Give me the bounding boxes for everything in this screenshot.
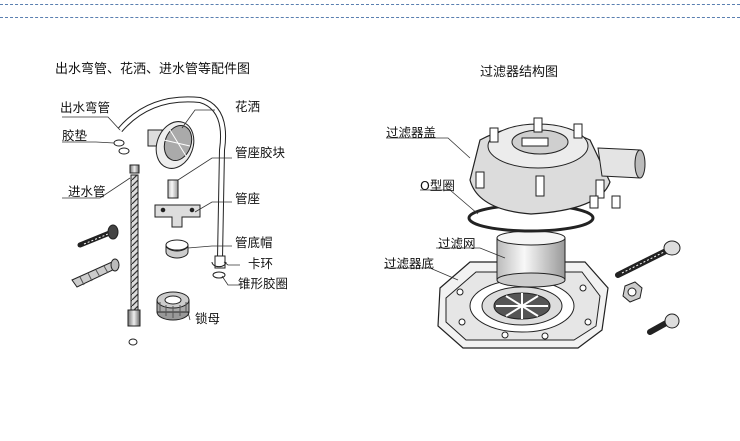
label-filter-base: 过滤器底: [384, 256, 435, 271]
filter-mesh: [496, 230, 566, 288]
label-o-ring: O型圈: [420, 178, 455, 193]
gasket-part: [113, 139, 130, 155]
label-outlet-elbow: 出水弯管: [60, 100, 111, 115]
filter-cover: [469, 117, 646, 215]
label-cone-rubber-ring: 锥形胶圈: [238, 276, 289, 291]
right-leader-lines: [384, 137, 506, 281]
filter-base: [437, 261, 609, 349]
left-leader-lines: [62, 109, 240, 321]
label-filter-mesh: 过滤网: [438, 236, 476, 251]
label-shower-head: 花洒: [235, 99, 261, 114]
left-panel-title: 出水弯管、花洒、进水管等配件图: [55, 62, 251, 77]
label-snap-ring: 卡环: [248, 256, 274, 271]
wall-anchor: [71, 258, 120, 288]
pipe-seat-rubber-part: [167, 179, 179, 199]
label-lock-nut: 锁母: [195, 311, 221, 326]
shower-head: [147, 121, 195, 169]
label-pipe-bottom-cap: 管底帽: [235, 235, 273, 250]
inlet-pipe: [127, 164, 141, 346]
lock-nut-part: [156, 291, 190, 321]
label-inlet-pipe: 进水管: [68, 184, 106, 199]
screw: [77, 224, 119, 248]
label-gasket: 胶垫: [62, 128, 88, 143]
outlet-elbow-pipe: [117, 96, 226, 269]
pipe-seat-part: [154, 204, 201, 228]
label-pipe-seat: 管座: [235, 191, 261, 206]
label-pipe-seat-rubber: 管座胶块: [235, 145, 286, 160]
long-screw: [615, 240, 681, 278]
right-panel-title: 过滤器结构图: [480, 65, 559, 80]
top-dashed-border: [0, 0, 740, 18]
label-filter-cover: 过滤器盖: [386, 125, 437, 140]
pipe-bottom-cap-part: [165, 239, 189, 259]
short-screw: [647, 313, 680, 335]
hex-nut: [622, 281, 643, 303]
